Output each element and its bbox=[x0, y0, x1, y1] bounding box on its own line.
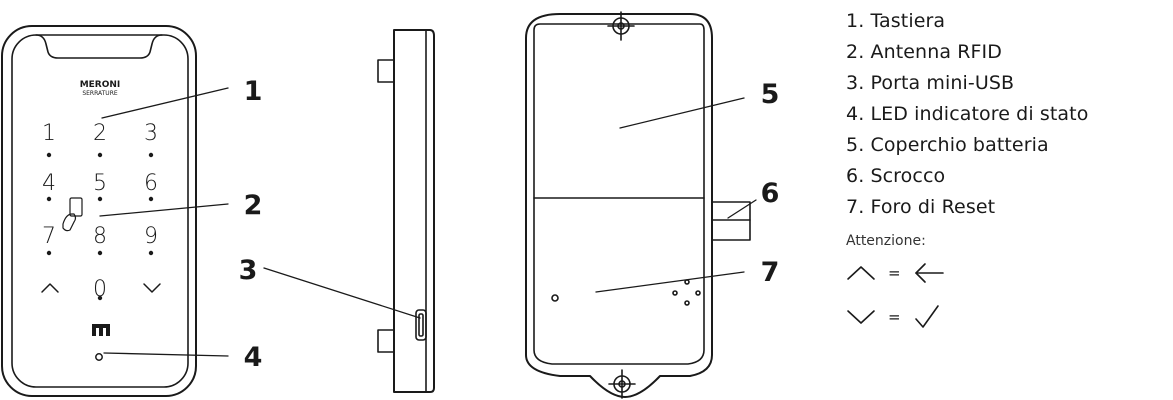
down-chevron-icon bbox=[847, 310, 875, 324]
callout-3: 3 bbox=[239, 255, 258, 286]
key-5: 5 bbox=[93, 171, 107, 196]
key-8: 8 bbox=[93, 224, 107, 249]
meroni-m-logo bbox=[92, 324, 110, 336]
key-9: 9 bbox=[144, 224, 158, 249]
keypad-markings bbox=[41, 283, 161, 361]
key-2: 2 bbox=[93, 121, 107, 146]
equals-sign: = bbox=[888, 264, 901, 282]
callout-7: 7 bbox=[761, 257, 780, 288]
legend-item-4: 4. LED indicatore di stato bbox=[846, 103, 1089, 125]
leader-lines bbox=[99, 87, 757, 357]
key-4: 4 bbox=[42, 171, 56, 196]
equivalence-row-up: = bbox=[846, 253, 1088, 293]
lock-back-view bbox=[525, 11, 751, 399]
up-chevron-icon bbox=[847, 266, 875, 280]
led-indicator bbox=[95, 353, 103, 361]
callout-5: 5 bbox=[761, 79, 780, 110]
keypad-front-view bbox=[1, 25, 197, 397]
key-6: 6 bbox=[144, 171, 158, 196]
checkmark-icon bbox=[914, 305, 939, 328]
key-7: 7 bbox=[42, 224, 56, 249]
key-3: 3 bbox=[144, 121, 158, 146]
legend-item-5: 5. Coperchio batteria bbox=[846, 134, 1049, 156]
equivalence-row-down: = bbox=[846, 297, 1088, 337]
legend-item-1: 1. Tastiera bbox=[846, 10, 946, 32]
lock-side-view bbox=[377, 29, 435, 393]
callout-4: 4 bbox=[244, 342, 263, 373]
key-dots bbox=[46, 152, 154, 301]
callout-1: 1 bbox=[244, 76, 263, 107]
legend: 1. Tastiera 2. Antenna RFID 3. Porta min… bbox=[846, 6, 1088, 337]
left-arrow-icon bbox=[914, 263, 944, 283]
up-chevron-icon bbox=[41, 283, 59, 293]
legend-item-2: 2. Antenna RFID bbox=[846, 41, 1002, 63]
equals-sign: = bbox=[888, 308, 901, 326]
legend-item-3: 3. Porta mini-USB bbox=[846, 72, 1015, 94]
callout-2: 2 bbox=[244, 190, 263, 221]
attention-label: Attenzione: bbox=[846, 233, 926, 249]
legend-item-7: 7. Foro di Reset bbox=[846, 196, 996, 218]
brand-name: MERONI bbox=[80, 80, 121, 90]
legend-item-6: 6. Scrocco bbox=[846, 165, 946, 187]
down-chevron-icon bbox=[143, 283, 161, 293]
key-1: 1 bbox=[42, 121, 56, 146]
rfid-card-icon bbox=[62, 197, 83, 232]
reset-hole bbox=[551, 294, 559, 302]
brand-subtitle: SERRATURE bbox=[82, 90, 118, 97]
callout-6: 6 bbox=[761, 178, 780, 209]
key-0: 0 bbox=[93, 277, 107, 302]
